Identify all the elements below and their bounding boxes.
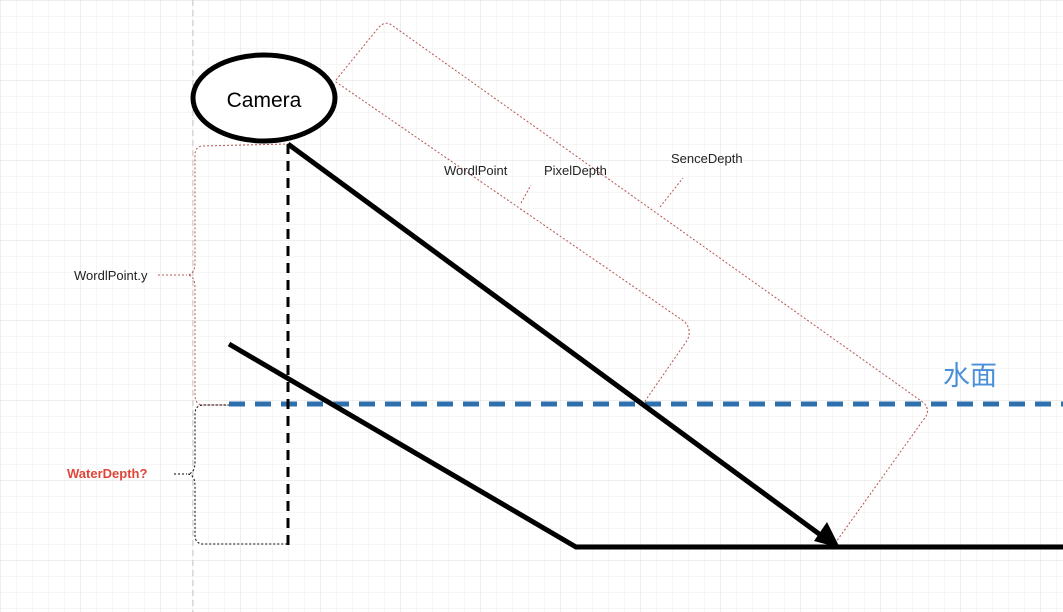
scene-depth-bracket <box>335 22 928 543</box>
terrain-line <box>227 341 1063 550</box>
red-brackets <box>158 22 928 543</box>
water-surface-label: 水面 <box>943 361 997 391</box>
scene-depth-label: SenceDepth <box>671 151 743 166</box>
pixel-depth-leader <box>520 184 532 204</box>
pixel-depth-bracket <box>289 81 690 405</box>
view-ray-arrowhead <box>814 522 840 548</box>
water-depth-label: WaterDepth? <box>67 466 147 481</box>
pixel-depth-label: PixelDepth <box>544 163 607 178</box>
camera-ellipse <box>190 52 338 144</box>
camera-label: Camera <box>227 89 302 112</box>
world-point-label: WordlPoint <box>444 163 508 178</box>
water-depth-brace <box>174 404 289 545</box>
world-point-y-label: WordlPoint.y <box>74 268 148 283</box>
view-ray <box>286 141 828 542</box>
